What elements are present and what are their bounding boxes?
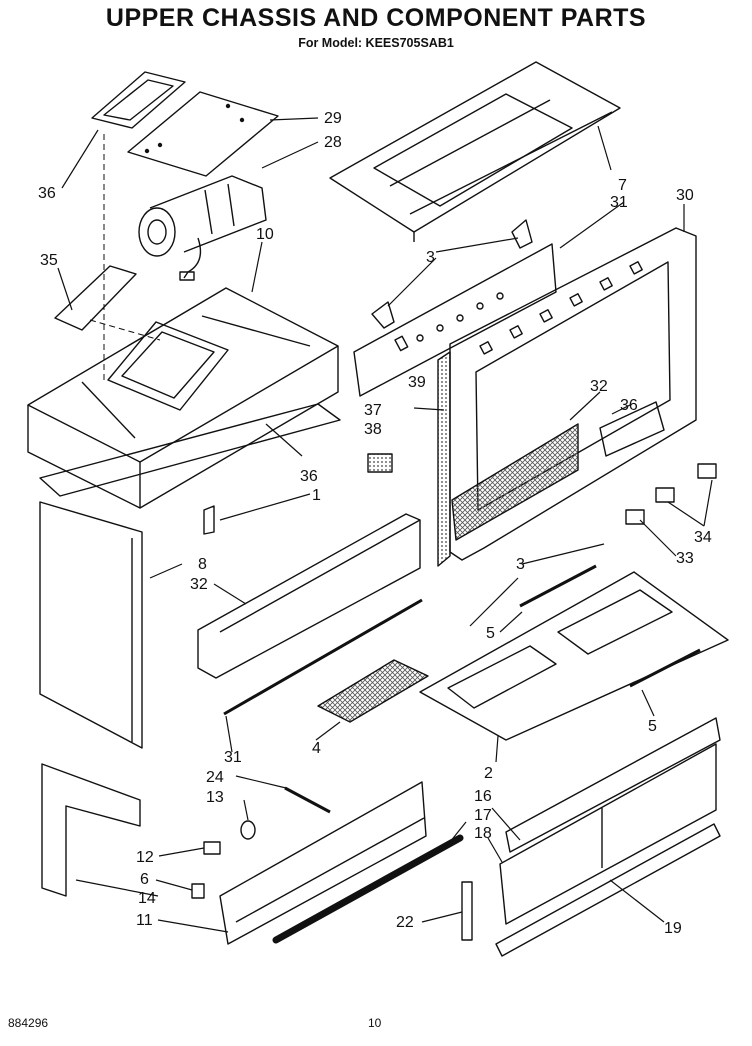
callout-23: 24 (206, 769, 224, 786)
part-knob (240, 820, 256, 840)
callout-34: 36 (38, 185, 56, 202)
callout-22: 22 (396, 914, 414, 931)
part-door-frame (449, 227, 697, 561)
callout-28: 32 (590, 378, 608, 395)
model-line: For Model: KEES705SAB1 (298, 36, 454, 50)
part-panel-18 (499, 743, 717, 925)
callout-19: 19 (664, 920, 682, 937)
part-control-bracket (353, 243, 557, 397)
callout-2: 2 (484, 765, 493, 782)
page-title: UPPER CHASSIS AND COMPONENT PARTS (105, 4, 647, 32)
part-clip-b (511, 219, 533, 249)
part-side-panel (39, 501, 143, 749)
part-grille (451, 423, 579, 541)
part-front-trim (197, 513, 421, 679)
part-side-bracket (41, 763, 141, 897)
part-rail-a (519, 564, 597, 608)
callout-17: 17 (474, 807, 492, 824)
part-vent-cover (91, 71, 186, 129)
part-switch-32b (697, 463, 717, 479)
callout-27: 31 (610, 194, 628, 211)
callout-29: 31 (224, 749, 242, 766)
part-roller (272, 834, 464, 944)
callout-3-top: 3 (426, 249, 435, 266)
callout-5a: 5 (486, 625, 495, 642)
part-connector (367, 453, 393, 473)
callout-33: 35 (40, 252, 58, 269)
callout-30: 32 (190, 576, 208, 593)
part-blower-motor (138, 175, 267, 281)
callout-4: 4 (312, 740, 321, 757)
callout-18: 18 (474, 825, 492, 842)
callout-3-mid: 3 (516, 556, 525, 573)
callout-38: 39 (408, 374, 426, 391)
callout-7: 7 (618, 177, 627, 194)
part-gasket (39, 403, 341, 497)
part-filter (317, 659, 429, 723)
part-switch-bracket (599, 401, 665, 457)
part-latch (203, 505, 215, 535)
callout-36: 36 (620, 397, 638, 414)
part-trim-19 (495, 823, 721, 957)
callout-8: 8 (198, 556, 207, 573)
part-clip-a (371, 301, 395, 329)
page-number: 10 (368, 1016, 382, 1030)
part-clip (203, 841, 221, 855)
part-switch-32a (655, 487, 675, 503)
part-rail-b (629, 648, 701, 688)
part-lower-trim (219, 781, 427, 945)
document-number: 884296 (8, 1016, 49, 1030)
part-spacer (461, 881, 473, 941)
callout-35: 36 (300, 468, 318, 485)
part-trim-16 (505, 717, 721, 853)
callout-1: 1 (312, 487, 321, 504)
callout-13: 13 (206, 789, 224, 806)
part-top-frame (329, 61, 621, 242)
callout-11: 11 (136, 912, 153, 929)
part-door-gasket (437, 351, 451, 567)
callout-26: 30 (676, 187, 694, 204)
part-switch-31 (625, 509, 645, 525)
callout-14: 14 (138, 890, 156, 907)
callout-10: 10 (256, 226, 274, 243)
part-hinge (191, 883, 205, 899)
part-upper-chassis (27, 287, 339, 509)
callout-37: 37 (364, 402, 382, 419)
part-spring (284, 786, 331, 814)
part-rod (223, 598, 423, 716)
part-lower-chassis (419, 571, 729, 741)
callout-39: 38 (364, 421, 382, 438)
callout-31: 33 (676, 550, 694, 567)
part-mounting-plate (127, 91, 279, 177)
callout-16: 16 (474, 788, 492, 805)
callout-32: 34 (694, 529, 712, 546)
callout-5b: 5 (648, 718, 657, 735)
callout-12: 12 (136, 849, 154, 866)
callout-24: 28 (324, 134, 342, 151)
callout-6: 6 (140, 871, 149, 888)
callout-25: 29 (324, 110, 342, 127)
part-bracket (54, 265, 137, 331)
